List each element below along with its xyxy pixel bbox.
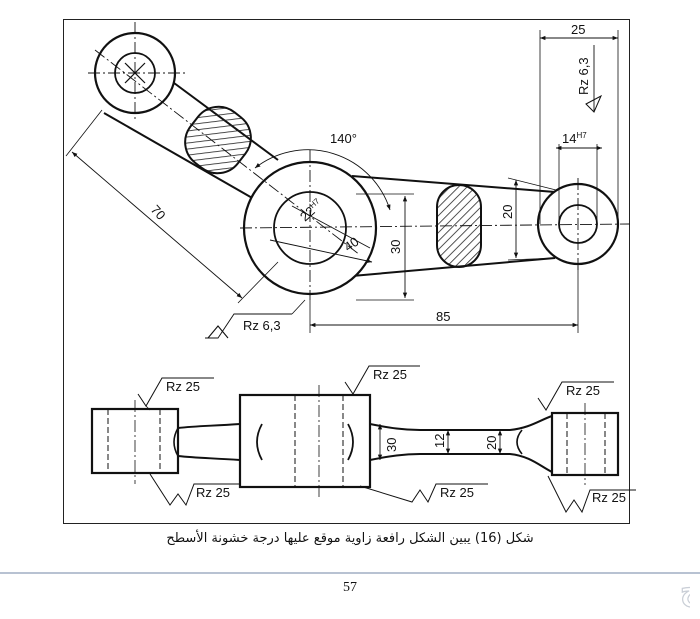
right-arm-section [436, 184, 482, 268]
front-dim-20-label: 20 [484, 436, 499, 450]
roughness-front-top-middle: Rz 25 [373, 367, 407, 382]
dim-20-arm-label: 20 [500, 205, 515, 219]
technical-drawing: 140° 70 22H7 40 30 85 20 14H7 25 Rz 6,3 … [65, 22, 636, 514]
left-arm-section [184, 105, 252, 175]
figure-caption: شكل (16) يبين الشكل رافعة زاوية موقع علي… [166, 531, 534, 546]
roughness-front-top-left: Rz 25 [166, 379, 200, 394]
figure-frame [63, 19, 630, 524]
roughness-front-top-right: Rz 25 [566, 383, 600, 398]
roughness-front-bottom-right: Rz 25 [592, 490, 626, 505]
roughness-top-right-label: Rz 6,3 [576, 57, 591, 95]
angle-label: 140° [330, 131, 357, 146]
dim-85-label: 85 [436, 309, 450, 324]
page-number: 57 [343, 580, 357, 595]
front-central-boss [238, 393, 372, 489]
haraj-watermark-logo: حراج [679, 572, 690, 608]
roughness-front-bottom-left: Rz 25 [196, 485, 230, 500]
watermark-text: حراج [680, 573, 690, 608]
top-view [65, 22, 631, 339]
front-view [90, 365, 636, 514]
dim-40-label: 40 [341, 234, 361, 255]
dim-14h7-label: 14H7 [562, 131, 587, 146]
roughness-front-bottom-middle: Rz 25 [440, 485, 474, 500]
front-dim-30-label: 30 [384, 438, 399, 452]
dim-30-top-label: 30 [388, 240, 403, 254]
page-divider [0, 572, 700, 574]
front-dim-12-label: 12 [432, 434, 447, 448]
roughness-left-label: Rz 6,3 [243, 318, 281, 333]
dim-25-label: 25 [571, 22, 585, 37]
